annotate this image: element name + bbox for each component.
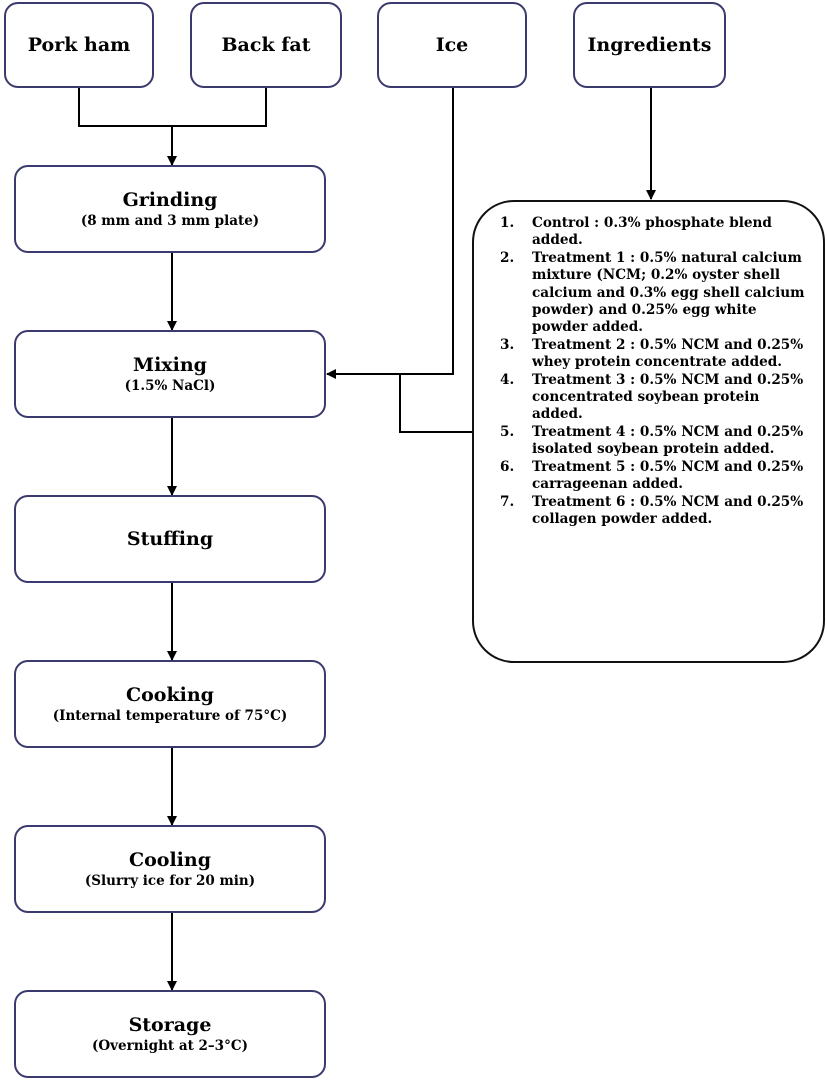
pork-ham-box: Pork ham xyxy=(4,2,154,88)
ice-label: Ice xyxy=(435,34,469,56)
cooling-detail: (Slurry ice for 20 min) xyxy=(84,873,256,889)
merge-line xyxy=(78,88,267,127)
mixing-title: Mixing xyxy=(133,354,207,376)
storage-title: Storage xyxy=(128,1014,212,1036)
ingredient-item: 1. Control : 0.3% phosphate blend added. xyxy=(500,215,809,250)
item-number: 4. xyxy=(500,371,515,388)
grinding-title: Grinding xyxy=(122,189,218,211)
grinding-detail: (8 mm and 3 mm plate) xyxy=(80,213,260,229)
ingredient-item: 6. Treatment 5 : 0.5% NCM and 0.25% carra… xyxy=(500,459,809,494)
cooling-title: Cooling xyxy=(128,849,211,871)
item-number: 6. xyxy=(500,458,515,475)
back-fat-box: Back fat xyxy=(190,2,342,88)
ingredient-item: 5. Treatment 4 : 0.5% NCM and 0.25% isola… xyxy=(500,424,809,459)
item-text: Treatment 3 : 0.5% NCM and 0.25% concent… xyxy=(532,371,804,423)
cooking-detail: (Internal temperature of 75°C) xyxy=(52,708,288,724)
item-number: 1. xyxy=(500,215,515,231)
ingredient-item: 7. Treatment 6 : 0.5% NCM and 0.25% colla… xyxy=(500,494,809,529)
storage-box: Storage (Overnight at 2–3°C) xyxy=(14,990,326,1078)
grinding-box: Grinding (8 mm and 3 mm plate) xyxy=(14,165,326,253)
ingredient-item: 4. Treatment 3 : 0.5% NCM and 0.25% conce… xyxy=(500,372,809,424)
back-fat-label: Back fat xyxy=(221,34,311,56)
cooking-title: Cooking xyxy=(126,684,214,706)
ingredients-box: Ingredients xyxy=(573,2,726,88)
item-text: Control : 0.3% phosphate blend added. xyxy=(532,215,772,249)
item-number: 7. xyxy=(500,493,515,510)
item-text: Treatment 4 : 0.5% NCM and 0.25% isolate… xyxy=(532,423,804,458)
storage-detail: (Overnight at 2–3°C) xyxy=(92,1038,248,1054)
item-text: Treatment 2 : 0.5% NCM and 0.25% whey pr… xyxy=(532,336,804,371)
ingredients-label: Ingredients xyxy=(587,34,712,56)
cooking-box: Cooking (Internal temperature of 75°C) xyxy=(14,660,326,748)
item-text: Treatment 6 : 0.5% NCM and 0.25% collage… xyxy=(532,493,804,527)
ice-box: Ice xyxy=(377,2,527,88)
stuffing-title: Stuffing xyxy=(126,528,214,550)
ingredient-item: 3. Treatment 2 : 0.5% NCM and 0.25% whey … xyxy=(500,337,809,372)
ingredient-list: 1.Control : 0.3% phosphate blend added. … xyxy=(500,215,809,528)
cooling-box: Cooling (Slurry ice for 20 min) xyxy=(14,825,326,913)
ice-to-mixing-line xyxy=(326,88,454,379)
item-text: Treatment 5 : 0.5% NCM and 0.25% carrage… xyxy=(532,458,804,493)
pork-ham-label: Pork ham xyxy=(27,34,131,56)
ingredient-item: 2. Treatment 1 : 0.5% natural calcium mix… xyxy=(500,250,809,337)
mixing-box: Mixing (1.5% NaCl) xyxy=(14,330,326,418)
item-number: 3. xyxy=(500,336,515,353)
item-text: Treatment 1 : 0.5% natural calcium mixtu… xyxy=(532,249,805,336)
ingredient-list-box: 1.Control : 0.3% phosphate blend added. … xyxy=(472,200,825,663)
ingredient-list-connector xyxy=(399,374,472,433)
mixing-detail: (1.5% NaCl) xyxy=(124,378,216,394)
item-number: 2. xyxy=(500,249,515,266)
item-number: 5. xyxy=(500,423,515,440)
stuffing-box: Stuffing xyxy=(14,495,326,583)
